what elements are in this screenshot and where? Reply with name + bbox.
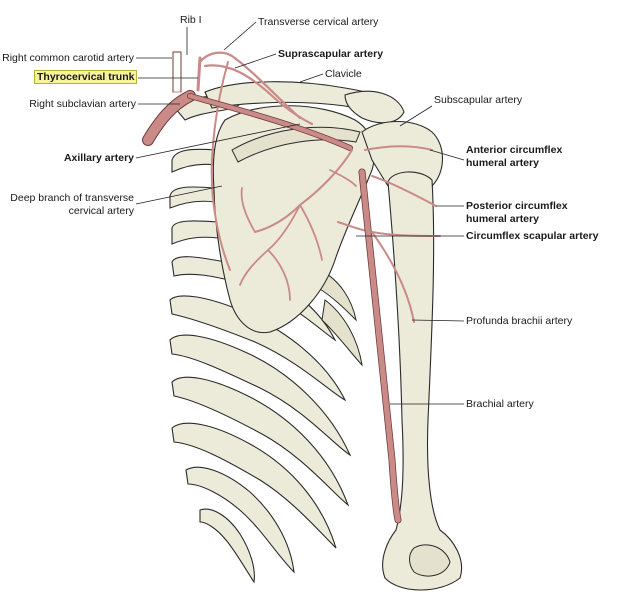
subclavian-artery (143, 91, 195, 145)
rib-costal-right-2 (321, 299, 363, 367)
ribs (169, 96, 363, 584)
label-right-common-carotid-artery: Right common carotid artery (2, 52, 134, 64)
label-brachial-artery: Brachial artery (466, 398, 534, 410)
rib-7 (169, 334, 352, 457)
label-posterior-circumflex-2: humeral artery (466, 213, 539, 225)
label-anterior-circumflex-2: humeral artery (466, 157, 539, 169)
scapular-network-2 (240, 187, 256, 233)
rib-2 (171, 148, 216, 173)
leader-lines (135, 21, 465, 405)
humerus (382, 171, 462, 591)
label-right-subclavian-artery: Right subclavian artery (29, 98, 136, 110)
axillary-artery (187, 93, 353, 151)
posterior-circumflex (371, 175, 437, 207)
label-circumflex-scapular-artery: Circumflex scapular artery (466, 230, 599, 242)
thyrocervical-stub (196, 56, 202, 92)
scapular-network-5 (329, 169, 357, 187)
label-transverse-cervical-artery: Transverse cervical artery (258, 16, 379, 28)
deep-branch (210, 61, 231, 271)
label-profunda-brachii-artery: Profunda brachii artery (466, 315, 573, 327)
label-anterior-circumflex-1: Anterior circumflex (466, 144, 563, 156)
rib-6 (169, 295, 347, 402)
transverse-cervical (198, 51, 302, 120)
label-deep-branch-1: Deep branch of transverse (10, 192, 134, 204)
label-axillary-artery: Axillary artery (63, 152, 134, 164)
scapular-network-4 (267, 249, 291, 301)
profunda-brachii (371, 231, 415, 323)
label-posterior-circumflex-1: Posterior circumflex (466, 200, 568, 212)
rib-costal-right (317, 269, 357, 322)
label-suprascapular-artery: Suprascapular artery (278, 48, 384, 60)
rib-9 (171, 422, 337, 549)
scapular-network-3 (299, 204, 323, 261)
label-deep-branch-2: cervical artery (68, 205, 134, 217)
rib-4 (171, 220, 219, 245)
label-clavicle: Clavicle (325, 68, 362, 80)
anterior-circumflex (364, 145, 433, 151)
rib-11 (199, 508, 255, 584)
acromion (344, 90, 405, 124)
suprascapular (203, 64, 314, 126)
humerus-condyle (409, 544, 451, 577)
rib-3 (169, 186, 216, 209)
rib-8 (171, 376, 350, 507)
arteries (142, 51, 441, 524)
label-thyrocervical-trunk: Thyrocervical trunk (34, 70, 138, 84)
rib-10 (185, 466, 295, 574)
label-subscapular-artery: Subscapular artery (434, 94, 523, 106)
common-carotid-stub (172, 51, 182, 93)
brachial-artery (359, 169, 401, 523)
label-rib-i: Rib I (180, 14, 202, 26)
